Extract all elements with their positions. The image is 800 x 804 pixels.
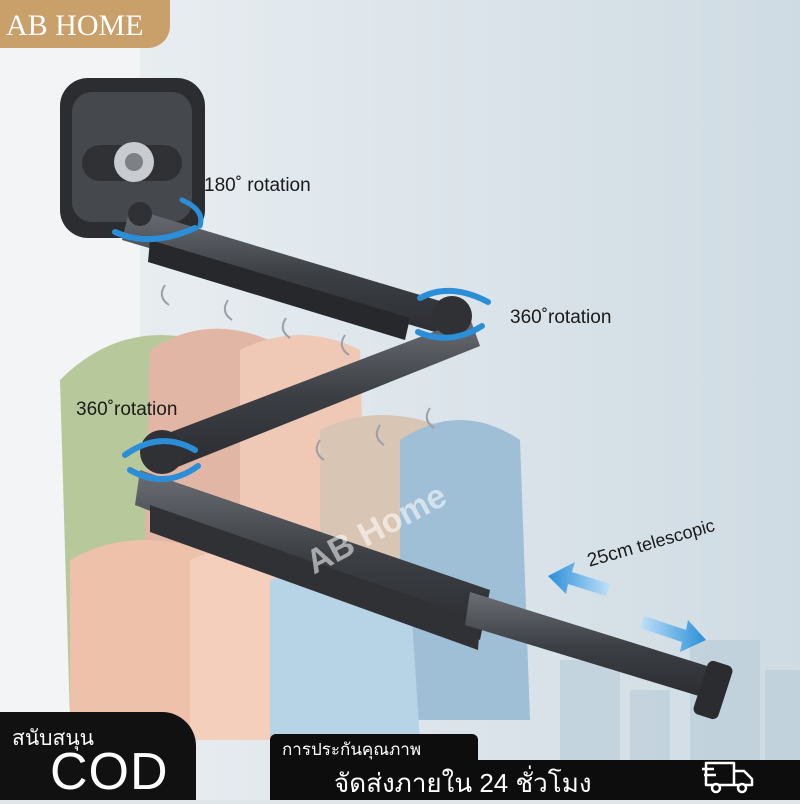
telescopic-arrows xyxy=(548,562,706,652)
rotation-360-left-label: 360˚rotation xyxy=(76,399,178,420)
shipping-bar xyxy=(270,760,800,800)
quality-text: การประกันคุณภาพ xyxy=(282,740,422,759)
delivery-truck-icon xyxy=(702,761,754,794)
wall-mount xyxy=(60,78,205,238)
support-text: สนับสนุน xyxy=(12,727,95,750)
shipping-text: จัดส่งภายใน 24 ชั่วโมง xyxy=(334,768,592,798)
rotation-180-label: 180˚ rotation xyxy=(204,175,311,196)
cod-badge xyxy=(0,712,196,800)
brand-logo: AB HOME xyxy=(0,0,170,48)
cod-text: COD xyxy=(50,743,169,801)
rotation-360-right-label: 360˚rotation xyxy=(510,307,612,328)
rotation-arrows xyxy=(112,197,491,483)
quality-tab xyxy=(270,734,478,760)
